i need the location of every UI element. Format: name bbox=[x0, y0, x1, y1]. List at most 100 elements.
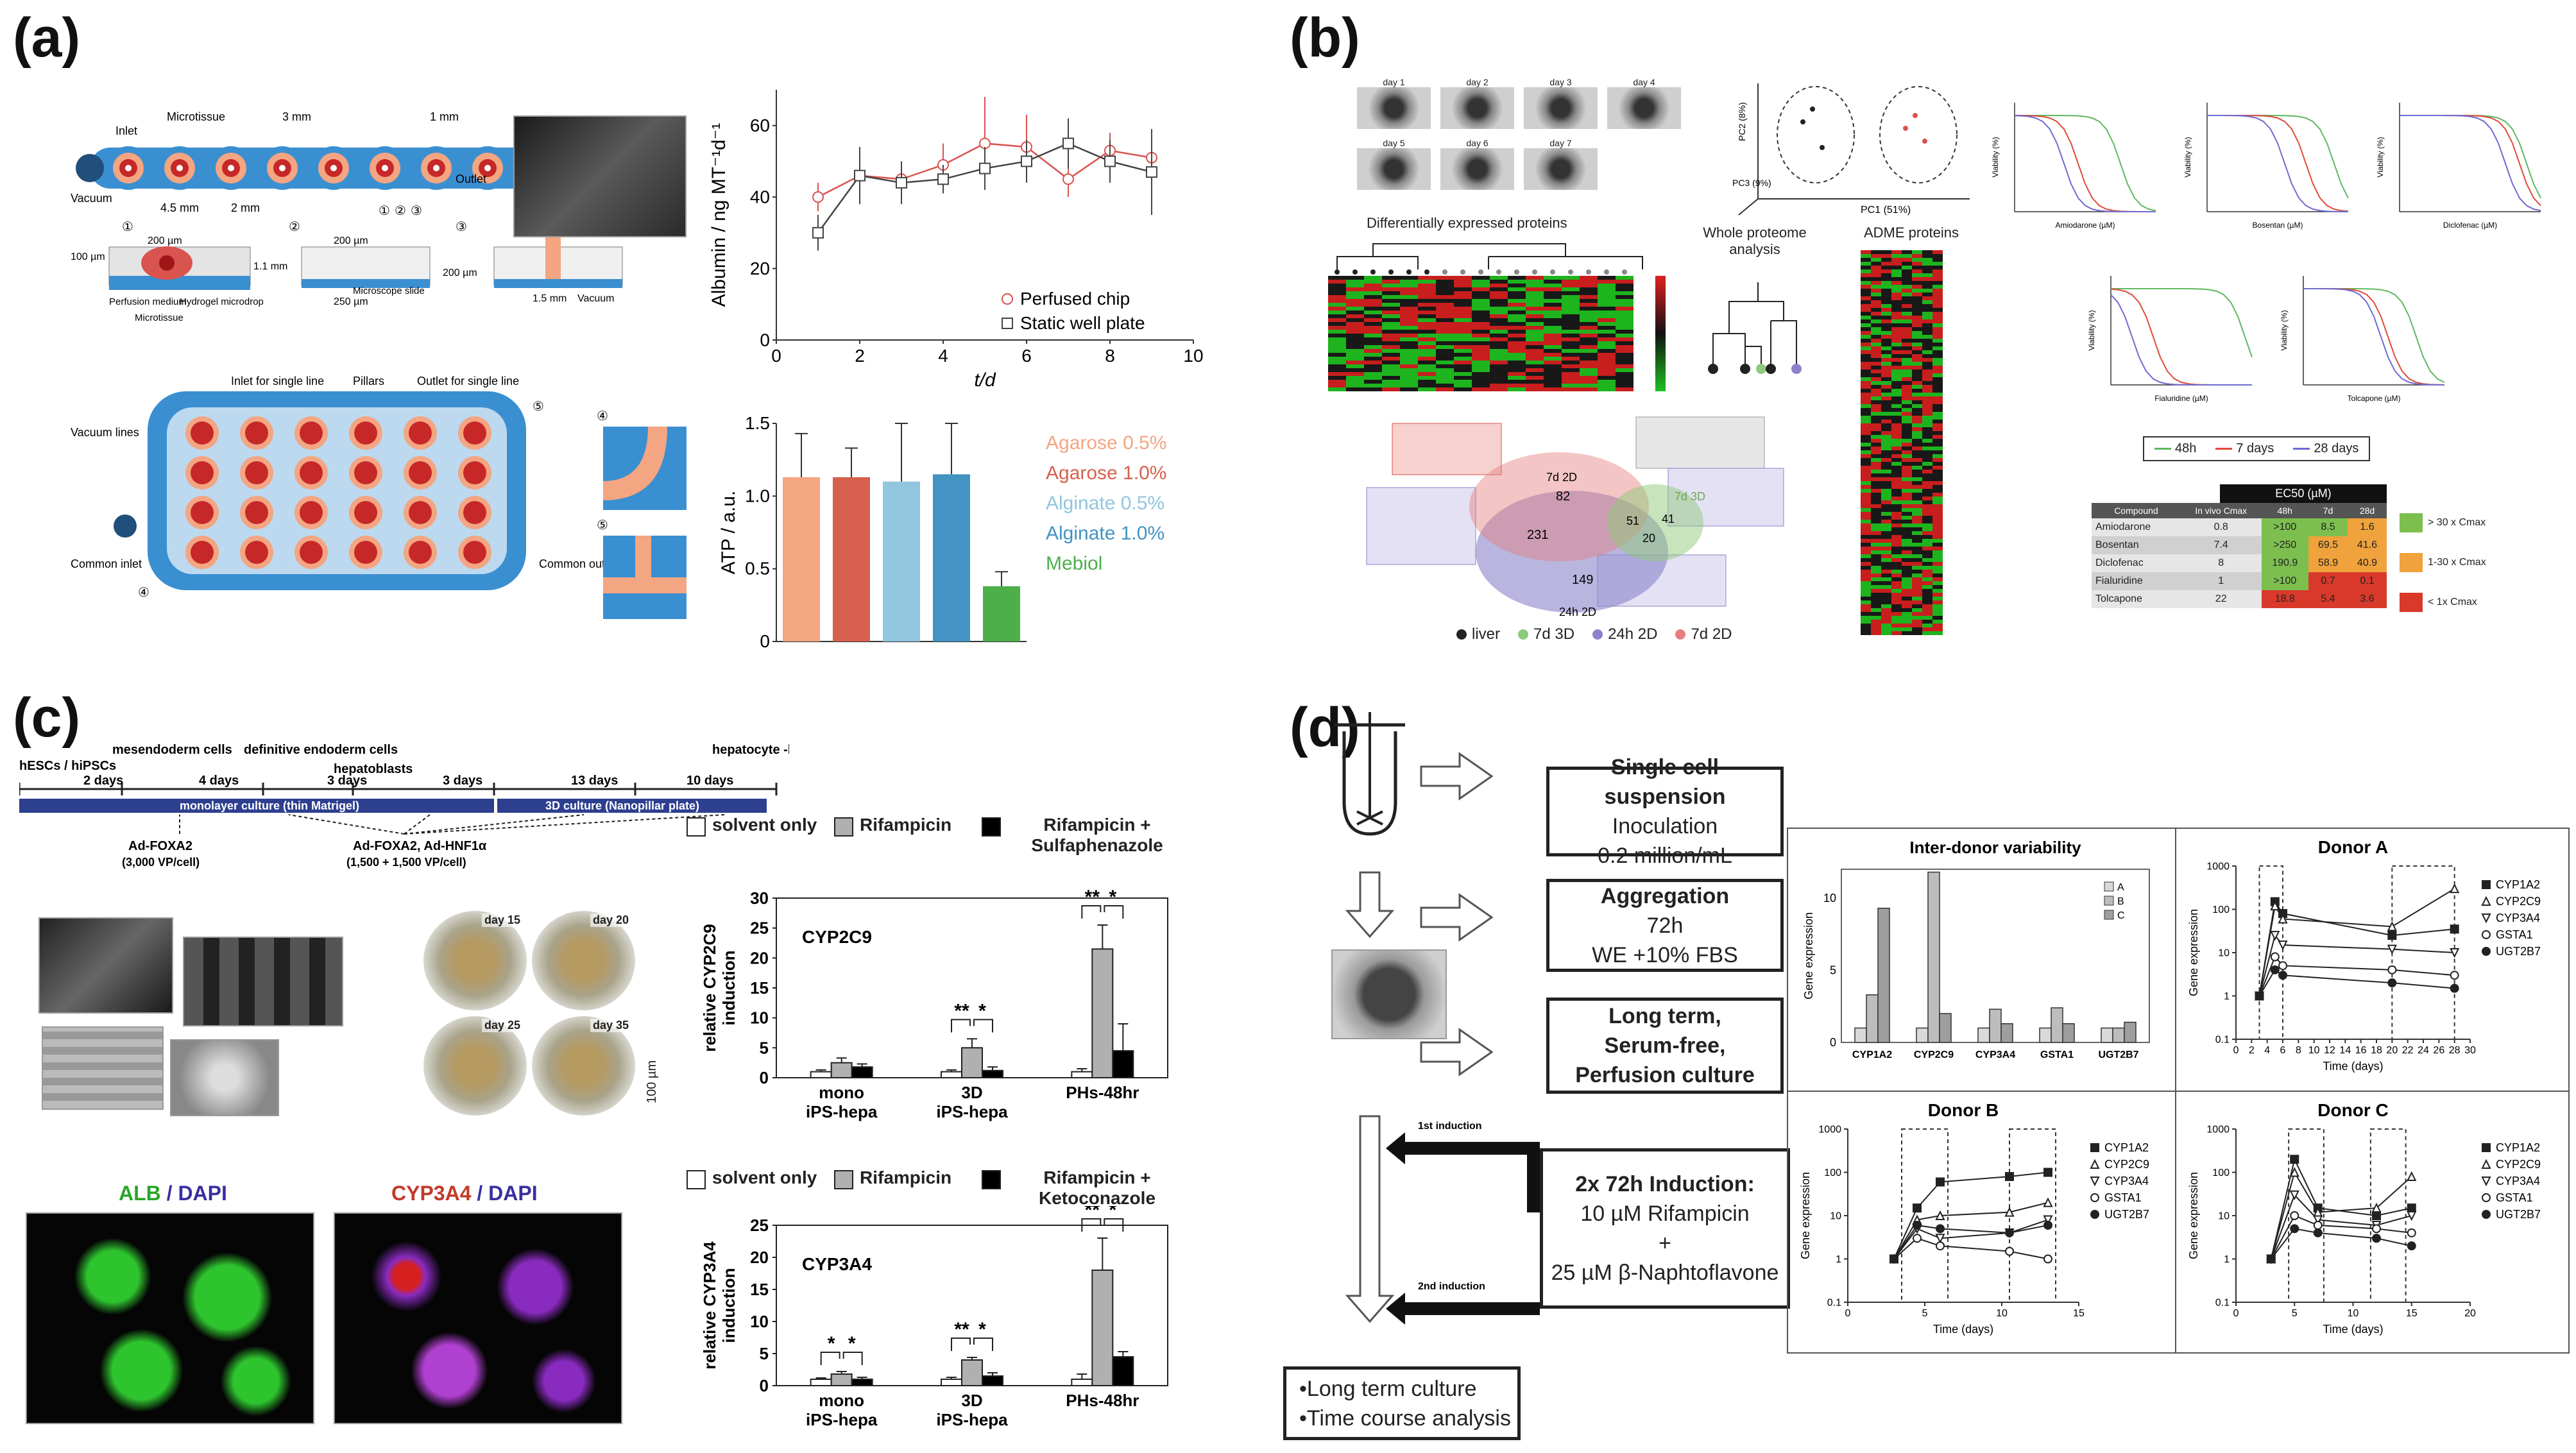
bar bbox=[883, 481, 920, 642]
diff-expressed-title: Differentially expressed proteins bbox=[1367, 215, 1567, 231]
section-marker-1: ① bbox=[379, 204, 390, 218]
chart-title: CYP2C9 bbox=[802, 927, 872, 947]
data-point bbox=[2450, 883, 2460, 894]
bar bbox=[851, 1066, 873, 1079]
zoom-inset-4: ④ bbox=[597, 409, 687, 510]
legend-entry: Static well plate bbox=[1020, 313, 1145, 333]
spheroid-photo: day 35 bbox=[532, 1016, 635, 1116]
data-point bbox=[2004, 1207, 2015, 1217]
x-tick-label: 2 bbox=[855, 346, 865, 366]
bar bbox=[2124, 1021, 2137, 1043]
x-tick-label: 4 bbox=[938, 346, 948, 366]
svg-text:Fialuridine (µM): Fialuridine (µM) bbox=[2154, 394, 2208, 403]
chip-1mm-label: 1 mm bbox=[430, 110, 459, 123]
data-point bbox=[2313, 1215, 2323, 1225]
chip-schematic: Inlet Microtissue 3 mm 1 mm Vacuum Outle… bbox=[71, 110, 687, 619]
data-point bbox=[896, 176, 907, 189]
x-tick-label: 15 bbox=[2406, 1308, 2418, 1319]
chip-vacuum-label: Vacuum bbox=[71, 192, 112, 205]
box4-line: 10 µM Rifampicin bbox=[1580, 1202, 1750, 1226]
legend-entry: solvent only bbox=[687, 815, 817, 837]
significance-bracket bbox=[951, 1019, 971, 1033]
panel-label-a: (a) bbox=[13, 7, 81, 69]
significance-bracket bbox=[1081, 1218, 1102, 1232]
data-point bbox=[2407, 1228, 2416, 1237]
viability-chart: Viability (%)Tolcapone (µM) bbox=[2280, 276, 2445, 403]
y-axis-label-line2: induction bbox=[719, 1268, 738, 1343]
data-point bbox=[2313, 1220, 2323, 1230]
data-point bbox=[2043, 1215, 2053, 1225]
x-tick-label: 18 bbox=[2371, 1045, 2382, 1056]
nanopillar-sem-image bbox=[183, 937, 343, 1026]
svg-text:Inlet for single line: Inlet for single line bbox=[231, 375, 324, 387]
legend-entry: Agarose 0.5% bbox=[1046, 432, 1166, 454]
viability-chart: Viability (%)Fialuridine (µM) bbox=[2087, 276, 2253, 403]
bar bbox=[2039, 1027, 2052, 1043]
svg-text:3D culture (Nanopillar plate): 3D culture (Nanopillar plate) bbox=[545, 799, 699, 812]
bar bbox=[1854, 1027, 1867, 1043]
bar bbox=[1112, 1356, 1134, 1386]
data-point bbox=[2450, 971, 2459, 980]
legend-entry: CYP1A2 bbox=[2496, 1141, 2540, 1154]
legend-entry: CYP1A2 bbox=[2496, 878, 2540, 891]
data-point bbox=[2290, 1211, 2299, 1220]
y-tick-label: 15 bbox=[750, 978, 769, 998]
data-point bbox=[1936, 1224, 1945, 1234]
data-point bbox=[1104, 155, 1116, 167]
significance-bracket bbox=[1104, 1218, 1124, 1232]
perfusion-culture-box: Long term,Serum-free,Perfusion culture bbox=[1546, 998, 1784, 1094]
data-point bbox=[1913, 1203, 1922, 1213]
data-point bbox=[979, 162, 991, 174]
alb-dapi-title: ALB / DAPI bbox=[119, 1182, 227, 1205]
x-tick-label: 16 bbox=[2355, 1045, 2367, 1056]
svg-text:231: 231 bbox=[1527, 528, 1548, 542]
data-point bbox=[1002, 318, 1013, 329]
zoom-inset-5: ⑤ bbox=[597, 518, 687, 619]
legend-entry: CYP3A4 bbox=[2104, 1175, 2149, 1187]
box2-line: Aggregation bbox=[1600, 883, 1730, 908]
legend-entry: CYP2C9 bbox=[2104, 1158, 2149, 1171]
viability-chart: Viability (%)Bosentan (µM) bbox=[2183, 103, 2349, 230]
y-tick-label: 0.1 bbox=[1827, 1297, 1841, 1308]
series-line bbox=[2270, 1228, 2412, 1260]
data-point bbox=[2043, 1254, 2052, 1264]
data-point bbox=[2278, 971, 2287, 980]
whole-proteome-title: Whole proteome analysis bbox=[1703, 225, 1807, 257]
y-tick-label: 60 bbox=[750, 115, 770, 135]
y-tick-label: 1.0 bbox=[745, 486, 770, 506]
svg-text:200 µm: 200 µm bbox=[334, 235, 368, 246]
data-point bbox=[2043, 1220, 2052, 1230]
box5-line: •Time course analysis bbox=[1299, 1406, 1511, 1431]
svg-text:mesendoderm cells: mesendoderm cells bbox=[112, 743, 232, 757]
data-point bbox=[2407, 1203, 2416, 1213]
svg-text:Viability (%): Viability (%) bbox=[1991, 137, 2000, 177]
bar bbox=[2062, 1023, 2075, 1043]
alb-dapi-image bbox=[26, 1212, 314, 1424]
chip-outlet-label: Outlet bbox=[456, 173, 486, 185]
data-point bbox=[2290, 1224, 2299, 1234]
bar bbox=[2000, 1023, 2013, 1043]
significance-bracket bbox=[1104, 905, 1124, 919]
significance-mark: ** bbox=[1085, 1206, 1100, 1221]
data-point bbox=[2450, 924, 2459, 934]
data-point bbox=[2371, 1202, 2382, 1213]
data-point bbox=[2090, 1177, 2100, 1187]
y-tick-label: 5 bbox=[760, 1344, 769, 1363]
x-tick-label: 0 bbox=[1845, 1308, 1851, 1319]
svg-text:Common outlet: Common outlet bbox=[539, 557, 617, 570]
legend-entry: Agarose 1.0% bbox=[1046, 463, 1166, 484]
x-tick-label: mono bbox=[819, 1083, 864, 1102]
svg-text:Pillars: Pillars bbox=[353, 375, 384, 387]
svg-text:④: ④ bbox=[597, 409, 608, 423]
data-point bbox=[1002, 293, 1013, 305]
legend-entry: CYP2C9 bbox=[2496, 1158, 2541, 1171]
data-point bbox=[2289, 1190, 2299, 1201]
venn-diagram: 7d 2D 7d 3D 24h 2D 82 231 51 41 20 149 bbox=[1366, 416, 1784, 618]
x-tick-label: 24 bbox=[2418, 1045, 2429, 1056]
legend-entry: solvent only bbox=[687, 1168, 817, 1189]
svg-text:Microtissue: Microtissue bbox=[135, 312, 183, 323]
y-tick-label: 20 bbox=[750, 259, 770, 278]
chart-title: Donor B bbox=[1928, 1100, 1999, 1120]
